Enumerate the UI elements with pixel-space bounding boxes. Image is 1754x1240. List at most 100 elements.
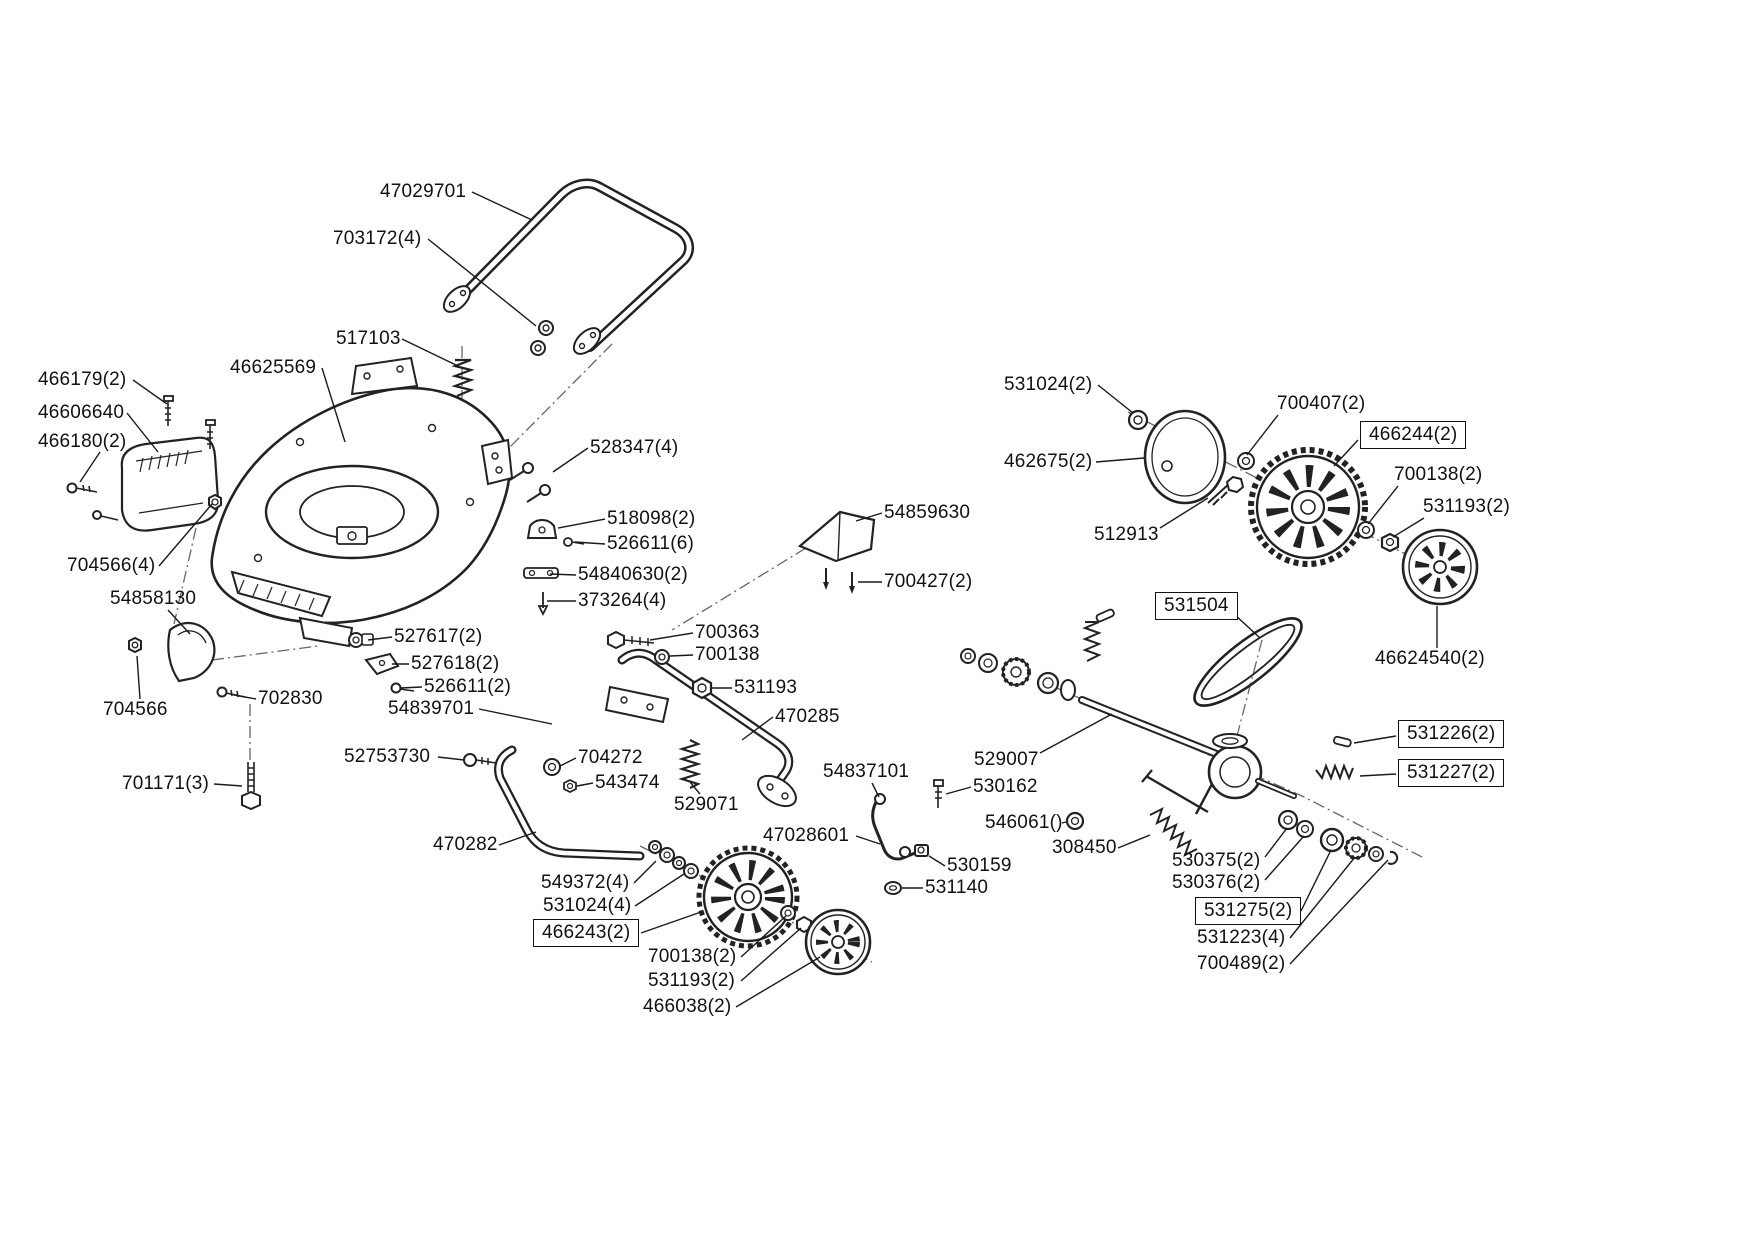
leader-line <box>1300 849 1332 912</box>
part-label: 466179(2) <box>38 369 127 390</box>
leader-line <box>498 831 537 846</box>
part-label: 531193 <box>734 677 798 698</box>
leader-line <box>1392 517 1425 538</box>
part-label: 373264(4) <box>578 590 667 611</box>
leader-line <box>1246 414 1279 456</box>
part-label: 46606640 <box>38 402 125 423</box>
axle-washers <box>648 840 699 879</box>
cable-clamp-parts <box>348 632 415 694</box>
leader-line <box>855 512 883 522</box>
part-label: 308450 <box>1052 837 1117 858</box>
part-label: 702830 <box>258 688 323 709</box>
part-label: 518098(2) <box>607 508 696 529</box>
part-label: 531223(4) <box>1197 927 1286 948</box>
leader-line <box>471 191 533 221</box>
part-label: 466038(2) <box>643 996 732 1017</box>
leader-line <box>1353 735 1397 744</box>
leader-line <box>427 238 537 327</box>
leader-line <box>478 708 553 725</box>
leader-line <box>945 786 972 795</box>
part-label: 531024(4) <box>543 895 632 916</box>
leader-line <box>549 573 577 576</box>
leader-line <box>557 518 606 529</box>
handle-carriage-bolt <box>241 762 261 811</box>
leader-line <box>634 873 685 907</box>
part-label: 530162 <box>973 776 1038 797</box>
part-label: 54839701 <box>388 698 475 719</box>
leader-line <box>559 757 577 767</box>
leader-line <box>167 609 191 635</box>
part-label: 700363 <box>695 622 760 643</box>
part-label: 530375(2) <box>1172 850 1261 871</box>
front-wheel <box>696 845 800 949</box>
part-label: 462675(2) <box>1004 451 1093 472</box>
leader-line <box>399 686 423 689</box>
leader-line <box>1289 859 1389 965</box>
part-label: 531193(2) <box>1423 496 1511 517</box>
deck-screws <box>509 462 585 617</box>
part-label: 47028601 <box>763 825 850 846</box>
upper-handle <box>442 178 695 356</box>
leader-line <box>735 956 821 1008</box>
leader-line <box>367 636 393 641</box>
part-label: 527617(2) <box>394 626 483 647</box>
part-label: 531504 <box>1155 592 1238 620</box>
part-label: 700427(2) <box>884 571 973 592</box>
part-label: 700138(2) <box>1394 464 1483 485</box>
drive-belt <box>1193 617 1303 707</box>
part-label: 466180(2) <box>38 431 127 452</box>
leader-line <box>1039 713 1113 754</box>
part-label: 517103 <box>336 328 401 349</box>
part-label: 543474 <box>595 772 660 793</box>
leader-line <box>1097 384 1134 414</box>
leader-line <box>740 915 787 958</box>
part-label: 531226(2) <box>1398 720 1505 748</box>
part-label: 470285 <box>775 706 840 727</box>
leader-line <box>633 860 657 884</box>
part-label: 531227(2) <box>1398 759 1505 787</box>
leader-line <box>576 782 594 787</box>
part-label: 701171(3) <box>122 773 210 794</box>
leader-line <box>1359 773 1397 777</box>
part-label: 46624540(2) <box>1375 648 1485 669</box>
leader-line <box>1095 457 1145 463</box>
leader-line <box>1061 821 1067 824</box>
part-label: 530376(2) <box>1172 872 1261 893</box>
part-label: 704566 <box>103 699 168 720</box>
mower-deck <box>210 356 514 648</box>
leader-line <box>871 782 880 798</box>
part-label: 54840630(2) <box>578 564 688 585</box>
leader-line <box>1159 497 1209 529</box>
part-label: 531193(2) <box>648 970 736 991</box>
part-label: 703172(4) <box>333 228 422 249</box>
leader-line <box>855 835 881 845</box>
part-label: 54858130 <box>110 588 197 609</box>
part-label: 700138(2) <box>648 946 737 967</box>
leader-line <box>401 338 459 367</box>
handle-mount-bracket <box>66 395 222 532</box>
leader-line <box>321 367 346 443</box>
mulch-plate <box>797 510 876 594</box>
leader-line <box>1264 835 1305 881</box>
handle-spring <box>451 358 475 398</box>
leader-line <box>1233 613 1261 639</box>
transmission <box>960 608 1399 865</box>
part-label: 466244(2) <box>1360 421 1467 449</box>
handle-bolts <box>530 320 554 356</box>
part-label: 704272 <box>578 747 643 768</box>
leader-line <box>79 451 101 483</box>
part-label: 700407(2) <box>1277 393 1366 414</box>
leader-line <box>552 447 589 473</box>
part-label: 526611(6) <box>607 533 695 554</box>
leader-line <box>740 927 802 982</box>
brake-lever <box>871 779 944 895</box>
leader-line <box>126 412 159 453</box>
leader-line <box>132 379 168 405</box>
leader-line <box>640 911 702 934</box>
leader-line <box>574 541 606 545</box>
part-label: 470282 <box>433 834 498 855</box>
part-label: 700489(2) <box>1197 953 1286 974</box>
leader-line <box>136 655 141 700</box>
